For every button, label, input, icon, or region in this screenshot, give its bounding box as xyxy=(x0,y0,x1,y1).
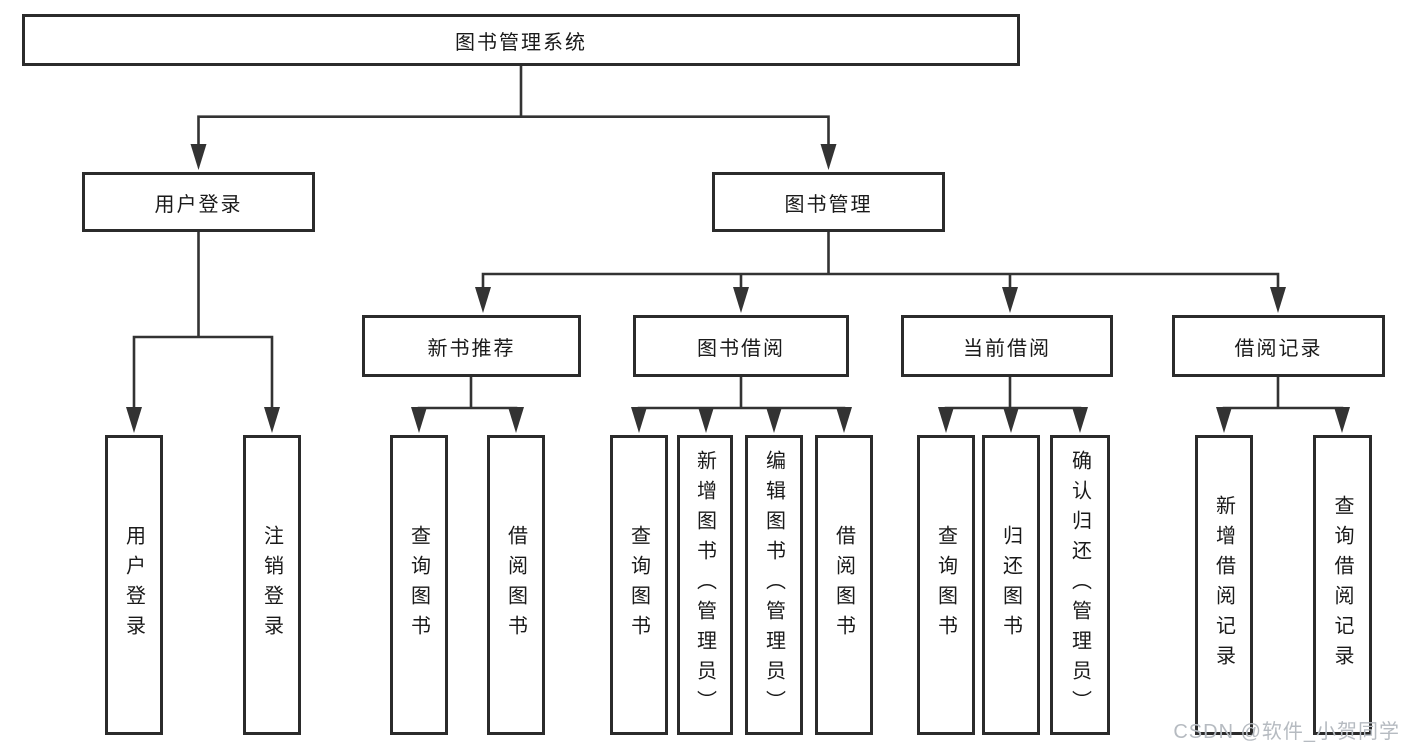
leaf-label: 借阅图书 xyxy=(504,525,527,645)
arrow-down-icon xyxy=(820,144,837,170)
arrow-down-icon xyxy=(733,287,749,313)
node-label: 新书推荐 xyxy=(427,337,516,360)
leaf-borrow-books-2: 借阅图书 xyxy=(815,435,873,735)
arrow-down-icon xyxy=(1334,407,1350,433)
node-label: 用户登录 xyxy=(154,193,243,216)
arrow-down-icon xyxy=(264,407,280,433)
leaf-label: 归还图书 xyxy=(999,525,1022,645)
node-label: 图书借阅 xyxy=(697,337,785,360)
node-borrowing-records: 借阅记录 xyxy=(1172,315,1385,377)
leaf-edit-book-admin: 编辑图书（管理员） xyxy=(745,435,803,735)
leaf-label: 新增图书（管理员） xyxy=(693,450,716,720)
leaf-label: 新增借阅记录 xyxy=(1212,495,1235,675)
leaf-add-borrow-record: 新增借阅记录 xyxy=(1195,435,1253,735)
leaf-label: 确认归还（管理员） xyxy=(1068,450,1091,720)
node-user-login: 用户登录 xyxy=(82,172,315,232)
connector-segments xyxy=(132,65,1344,412)
leaf-label: 注销登录 xyxy=(260,525,283,645)
node-label: 当前借阅 xyxy=(963,337,1051,360)
leaf-logout: 注销登录 xyxy=(243,435,301,735)
leaf-label: 查询借阅记录 xyxy=(1331,495,1353,675)
leaf-label: 查询图书 xyxy=(934,525,957,645)
leaf-label: 查询图书 xyxy=(407,525,430,645)
node-book-management: 图书管理 xyxy=(712,172,945,232)
arrowheads xyxy=(126,144,1350,433)
node-label: 图书管理系统 xyxy=(455,31,587,54)
leaf-label: 编辑图书（管理员） xyxy=(762,450,785,720)
leaf-query-books-1: 查询图书 xyxy=(390,435,448,735)
leaf-add-book-admin: 新增图书（管理员） xyxy=(677,435,733,735)
arrow-down-icon xyxy=(1072,407,1088,433)
node-new-book-recommendation: 新书推荐 xyxy=(362,315,581,377)
leaf-user-login: 用户登录 xyxy=(105,435,163,735)
node-current-borrowing: 当前借阅 xyxy=(901,315,1113,377)
arrow-down-icon xyxy=(126,407,142,433)
node-library-management-system: 图书管理系统 xyxy=(22,14,1020,66)
arrow-down-icon xyxy=(938,407,954,433)
leaf-borrow-books-1: 借阅图书 xyxy=(487,435,545,735)
node-book-borrowing: 图书借阅 xyxy=(633,315,849,377)
arrow-down-icon xyxy=(631,407,647,433)
arrow-down-icon xyxy=(698,407,714,433)
arrow-down-icon xyxy=(508,407,524,433)
arrow-down-icon xyxy=(766,407,782,433)
arrow-down-icon xyxy=(411,407,427,433)
leaf-label: 查询图书 xyxy=(627,525,650,645)
leaf-label: 借阅图书 xyxy=(832,525,855,645)
csdn-watermark: CSDN @软件_小贺同学 xyxy=(1173,721,1400,743)
leaf-query-borrow-record: 查询借阅记录 xyxy=(1313,435,1372,735)
arrow-down-icon xyxy=(190,144,207,170)
arrow-down-icon xyxy=(1270,287,1286,313)
arrow-down-icon xyxy=(1216,407,1232,433)
node-label: 借阅记录 xyxy=(1234,337,1323,360)
leaf-label: 用户登录 xyxy=(122,525,145,645)
leaf-return-books: 归还图书 xyxy=(982,435,1040,735)
arrow-down-icon xyxy=(475,287,491,313)
arrow-down-icon xyxy=(836,407,852,433)
arrow-down-icon xyxy=(1003,407,1019,433)
leaf-confirm-return-admin: 确认归还（管理员） xyxy=(1050,435,1110,735)
leaf-query-books-3: 查询图书 xyxy=(917,435,975,735)
node-label: 图书管理 xyxy=(784,193,873,216)
arrow-down-icon xyxy=(1002,287,1018,313)
leaf-query-books-2: 查询图书 xyxy=(610,435,668,735)
